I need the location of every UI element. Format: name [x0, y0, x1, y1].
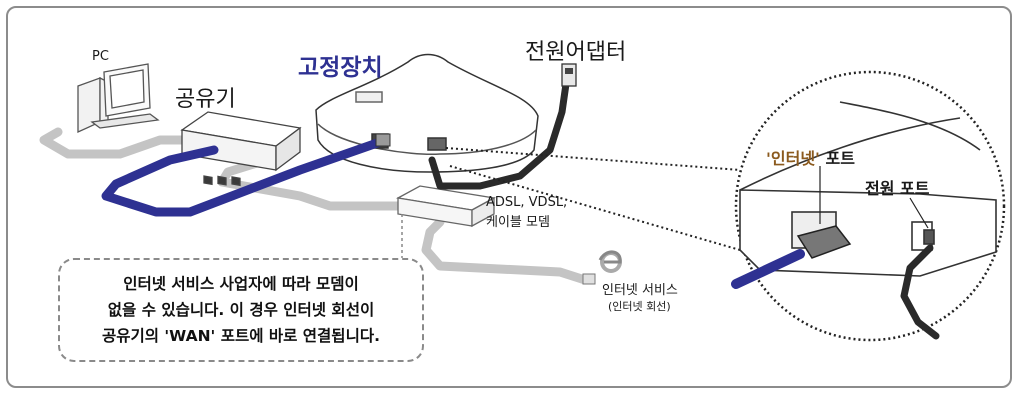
modem-icon	[396, 185, 496, 228]
internet-service-sublabel: (인터넷 회선)	[608, 300, 671, 313]
note-line-2: 없을 수 있습니다. 이 경우 인터넷 회선이	[107, 301, 375, 319]
router-icon	[180, 111, 302, 187]
modem-internet-cable	[421, 217, 590, 285]
zoomed-lan-plug	[796, 225, 852, 259]
modem-label-line-1: ADSL, VDSL,	[486, 195, 568, 210]
pc-router-cable	[39, 127, 205, 159]
zoomed-power-cable	[900, 244, 940, 340]
note-box: 인터넷 서비스 사업자에 따라 모뎀이 없을 수 있습니다. 이 경우 인터넷 …	[58, 258, 424, 362]
power-adapter-label: 전원어댑터	[525, 40, 627, 65]
zoom-line-bottom	[449, 165, 741, 251]
power-plug-icon	[561, 63, 577, 87]
internet-port-suffix: 포트	[819, 149, 855, 168]
stand-label: 고정장치	[298, 55, 383, 81]
internet-port-name: '인터넷'	[766, 149, 820, 168]
lan-cable	[101, 137, 385, 217]
router-label: 공유기	[175, 87, 236, 112]
modem-label: ADSL, VDSL, 케이블 모뎀	[486, 193, 567, 233]
zoom-line-top	[445, 147, 741, 171]
power-port-label: 전원 포트	[865, 179, 930, 198]
pc-label: PC	[92, 49, 109, 64]
internet-explorer-icon	[598, 250, 622, 273]
internet-service-label: 인터넷 서비스	[602, 283, 678, 298]
note-line-3: 공유기의 'WAN' 포트에 바로 연결됩니다.	[102, 327, 380, 345]
zoomed-lan-cable	[731, 249, 805, 289]
internet-port-label: '인터넷' 포트	[766, 145, 855, 169]
note-line-1: 인터넷 서비스 사업자에 따라 모뎀이	[123, 275, 359, 293]
pc-icon	[77, 63, 160, 134]
power-adapter-cable	[428, 80, 570, 190]
modem-label-line-2: 케이블 모뎀	[486, 215, 550, 230]
